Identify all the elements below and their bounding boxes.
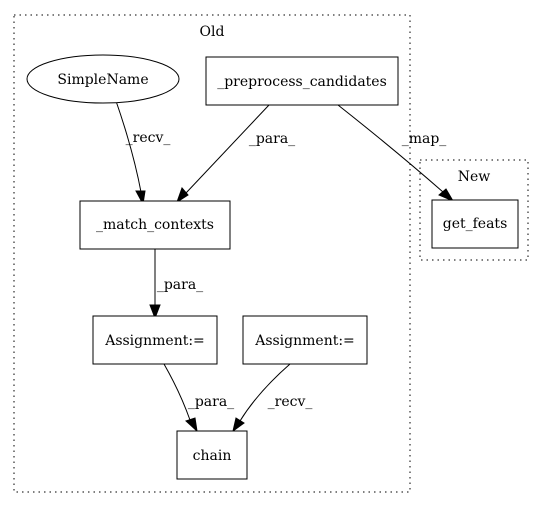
node-preprocess-label: _preprocess_candidates bbox=[217, 74, 387, 90]
edge-recv-line bbox=[115, 100, 142, 193]
edge-preprocess-to-getfeats: _map_ bbox=[337, 104, 455, 203]
edge-para-arrowhead-2 bbox=[149, 304, 161, 320]
edge-match-to-assign1: _para_ bbox=[149, 249, 203, 320]
cluster-old-frame bbox=[13, 14, 411, 493]
cluster-new: New bbox=[419, 159, 529, 261]
node-preprocess: _preprocess_candidates bbox=[205, 56, 399, 106]
edge-para-arrowhead bbox=[176, 187, 189, 204]
edge-para-label-2: _para_ bbox=[157, 277, 203, 293]
node-getfeats-label: get_feats bbox=[443, 216, 508, 232]
node-getfeats-shape bbox=[431, 199, 519, 249]
edge-para-line bbox=[185, 104, 270, 194]
node-preprocess-shape bbox=[205, 56, 399, 106]
edge-map-arrowhead bbox=[438, 188, 455, 203]
node-match: _match_contexts bbox=[79, 200, 231, 250]
edge-map-line bbox=[337, 104, 444, 193]
cluster-new-label: New bbox=[458, 169, 491, 185]
node-assign1-shape bbox=[92, 315, 218, 365]
cluster-old: Old bbox=[13, 14, 411, 493]
edge-para-arrowhead-3 bbox=[185, 417, 198, 433]
node-chain: chain bbox=[176, 430, 248, 480]
edge-recv-arrowhead-2 bbox=[232, 417, 245, 433]
edge-simplename-to-match: _recv_ bbox=[115, 100, 171, 206]
node-simplename: SimpleName bbox=[26, 54, 180, 104]
node-simplename-shape bbox=[26, 54, 180, 104]
edge-para-line-3 bbox=[163, 363, 191, 421]
node-assign1-label: Assignment:= bbox=[104, 333, 205, 349]
edge-recv-label: _recv_ bbox=[126, 130, 171, 146]
edge-map-label: _map_ bbox=[402, 131, 447, 147]
edge-para-label-3: _para_ bbox=[188, 394, 234, 410]
edge-assign2-to-chain: _recv_ bbox=[232, 363, 313, 433]
edge-recv-line-2 bbox=[239, 363, 291, 422]
node-match-shape bbox=[79, 200, 231, 250]
node-getfeats: get_feats bbox=[431, 199, 519, 249]
node-assign2-shape bbox=[242, 315, 368, 365]
node-assign1: Assignment:= bbox=[92, 315, 218, 365]
edge-recv-label-2: _recv_ bbox=[268, 394, 313, 410]
edge-preprocess-to-match: _para_ bbox=[176, 104, 295, 204]
cluster-old-label: Old bbox=[200, 24, 225, 40]
node-assign2-label: Assignment:= bbox=[254, 333, 355, 349]
node-assign2: Assignment:= bbox=[242, 315, 368, 365]
node-chain-label: chain bbox=[193, 448, 232, 464]
node-match-label: _match_contexts bbox=[96, 217, 214, 233]
edge-assign1-to-chain: _para_ bbox=[163, 363, 234, 433]
node-simplename-label: SimpleName bbox=[57, 72, 148, 88]
edge-para-label: _para_ bbox=[249, 131, 295, 147]
node-chain-shape bbox=[176, 430, 248, 480]
